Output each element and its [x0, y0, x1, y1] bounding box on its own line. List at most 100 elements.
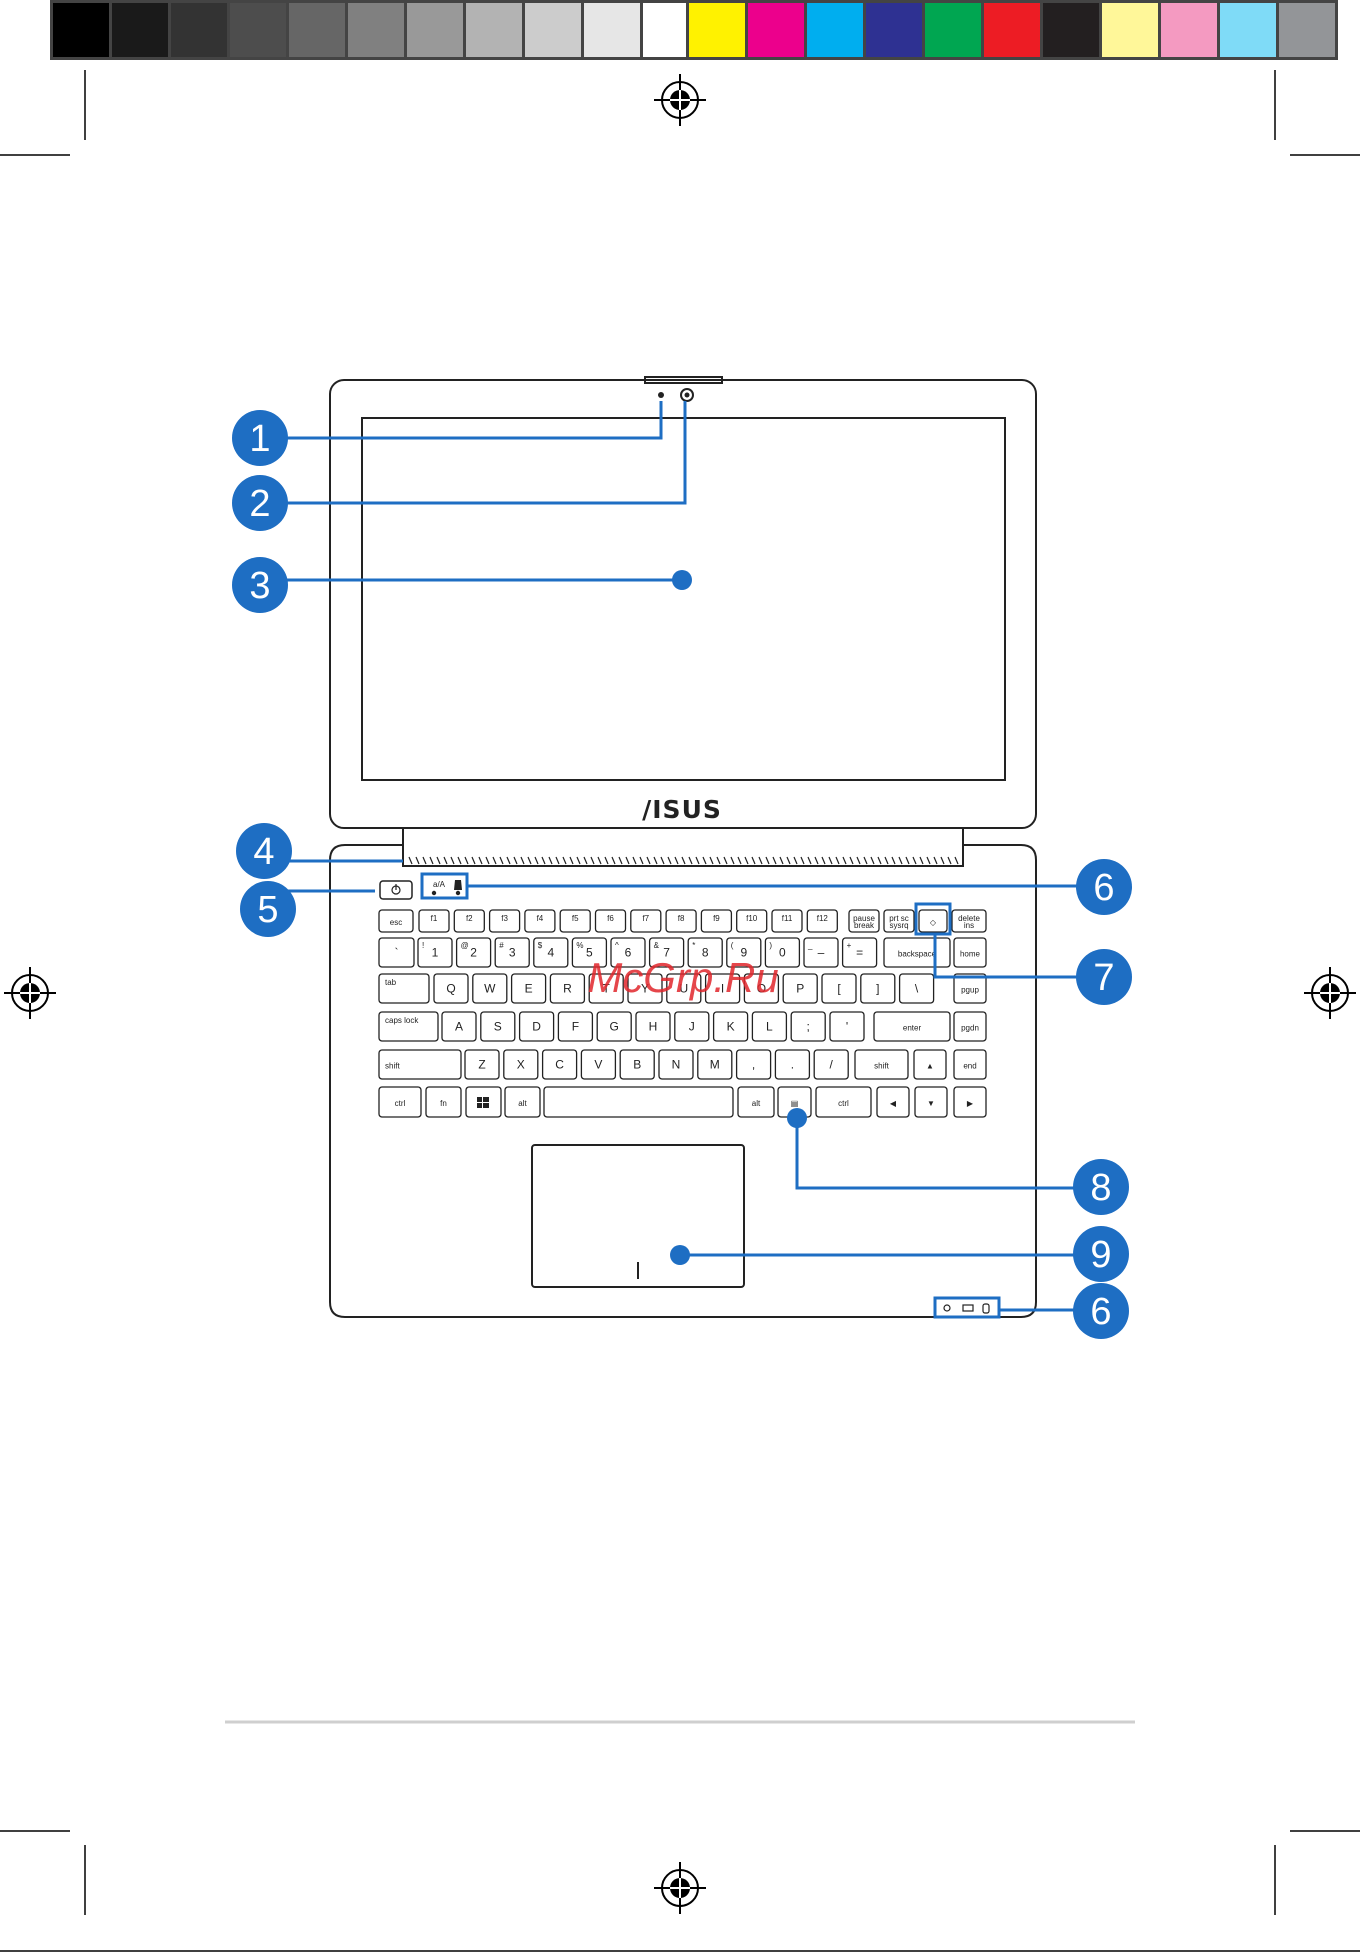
svg-text:f6: f6: [607, 914, 614, 923]
laptop-lid: /ISUS: [329, 376, 1037, 829]
svg-text:\: \: [915, 982, 919, 996]
svg-text:▲: ▲: [926, 1062, 934, 1071]
svg-text:S: S: [494, 1020, 502, 1034]
callout-1: 1: [232, 410, 288, 466]
key-down: ▼: [914, 1086, 948, 1118]
color-swatch: [1102, 0, 1161, 60]
key-f: F: [557, 1011, 594, 1042]
key-tab: tab: [378, 973, 430, 1004]
key-fn: fn: [425, 1086, 462, 1118]
svg-text:–: –: [818, 946, 825, 960]
key-q: Q: [433, 973, 469, 1004]
key-f6: f6: [594, 909, 627, 933]
svg-text:delete: delete: [958, 914, 980, 923]
callout-3: 3: [232, 557, 288, 613]
key-0: 0): [764, 937, 801, 968]
svg-text:8: 8: [1090, 1167, 1111, 1209]
color-swatch: [289, 0, 348, 60]
svg-text:_: _: [807, 941, 813, 950]
key-pgup: pgup: [953, 973, 987, 1004]
svg-text:): ): [769, 941, 772, 950]
svg-text:esc: esc: [390, 918, 402, 927]
color-swatch: [112, 0, 171, 60]
svg-text:!: !: [422, 941, 424, 950]
key-o: O: [743, 973, 780, 1004]
status-indicators-front: [943, 1303, 990, 1314]
callout-5: 5: [240, 881, 296, 937]
svg-text:f4: f4: [537, 914, 544, 923]
svg-text:home: home: [960, 950, 981, 959]
color-swatch: [866, 0, 925, 60]
svg-text:O: O: [757, 982, 766, 996]
color-swatch: [171, 0, 230, 60]
registration-mark-left: [4, 967, 56, 1019]
svg-text:end: end: [963, 1062, 976, 1071]
key-left: ◀: [876, 1086, 910, 1118]
key-;: ;: [790, 1011, 826, 1042]
webcam: [680, 388, 694, 402]
key-j: J: [674, 1011, 710, 1042]
svg-text:5: 5: [257, 889, 278, 931]
key-f2: f2: [453, 909, 485, 933]
key-k: K: [712, 1011, 749, 1042]
color-swatch: [689, 0, 748, 60]
key-backspace: backspace: [883, 937, 951, 968]
svg-text:Q: Q: [446, 982, 455, 996]
key-u: U: [666, 973, 702, 1004]
svg-text:[: [: [837, 982, 841, 996]
svg-text:]: ]: [876, 982, 879, 996]
svg-text:f7: f7: [642, 914, 649, 923]
svg-text:5: 5: [586, 946, 593, 960]
svg-text:J: J: [689, 1020, 695, 1034]
key-r: R: [549, 973, 586, 1004]
key-2: 2@: [455, 937, 492, 968]
key-=: =+: [841, 937, 878, 968]
svg-text:T: T: [603, 982, 611, 996]
svg-text:=: =: [856, 946, 863, 960]
svg-text:^: ^: [615, 941, 619, 950]
key-7: 7&: [648, 937, 685, 968]
svg-text:7: 7: [663, 946, 670, 960]
svg-text:E: E: [525, 982, 533, 996]
svg-text:ctrl: ctrl: [395, 1099, 406, 1108]
svg-text:L: L: [766, 1020, 773, 1034]
key-–: –_: [803, 937, 839, 968]
svg-text:P: P: [796, 982, 804, 996]
key-shift-left: shift: [378, 1049, 462, 1080]
svg-text:2: 2: [470, 946, 477, 960]
svg-text:N: N: [672, 1058, 681, 1072]
color-swatch: [230, 0, 289, 60]
key-punct-9: /: [813, 1049, 849, 1080]
key-alt-right: alt: [737, 1086, 775, 1118]
color-swatch: [1220, 0, 1279, 60]
svg-text:fn: fn: [440, 1099, 447, 1108]
key-f8: f8: [665, 909, 697, 933]
svg-text:': ': [846, 1020, 848, 1034]
svg-text:`: `: [395, 946, 399, 960]
svg-text:;: ;: [807, 1020, 810, 1034]
svg-text:D: D: [532, 1020, 541, 1034]
color-swatch: [925, 0, 984, 60]
registration-mark-top: [654, 74, 706, 126]
color-swatch: [525, 0, 584, 60]
svg-text:4: 4: [253, 831, 274, 873]
svg-text:U: U: [679, 982, 688, 996]
key-y: Y: [627, 973, 663, 1004]
key-f5: f5: [559, 909, 591, 933]
svg-text:0: 0: [779, 946, 786, 960]
color-swatch: [53, 0, 112, 60]
svg-text:3: 3: [249, 565, 270, 607]
svg-text:caps lock: caps lock: [385, 1016, 419, 1025]
callout-anchor-dots: [670, 570, 807, 1265]
callout-9: 9: [1073, 1226, 1129, 1282]
key-e: E: [510, 973, 547, 1004]
svg-text:1: 1: [249, 418, 270, 460]
key-f4: f4: [524, 909, 556, 933]
key-g: G: [596, 1011, 632, 1042]
svg-text:alt: alt: [752, 1099, 761, 1108]
registration-mark-bottom: [654, 1862, 706, 1914]
svg-text:1: 1: [432, 946, 439, 960]
svg-text:$: $: [538, 941, 543, 950]
key-h: H: [635, 1011, 671, 1042]
